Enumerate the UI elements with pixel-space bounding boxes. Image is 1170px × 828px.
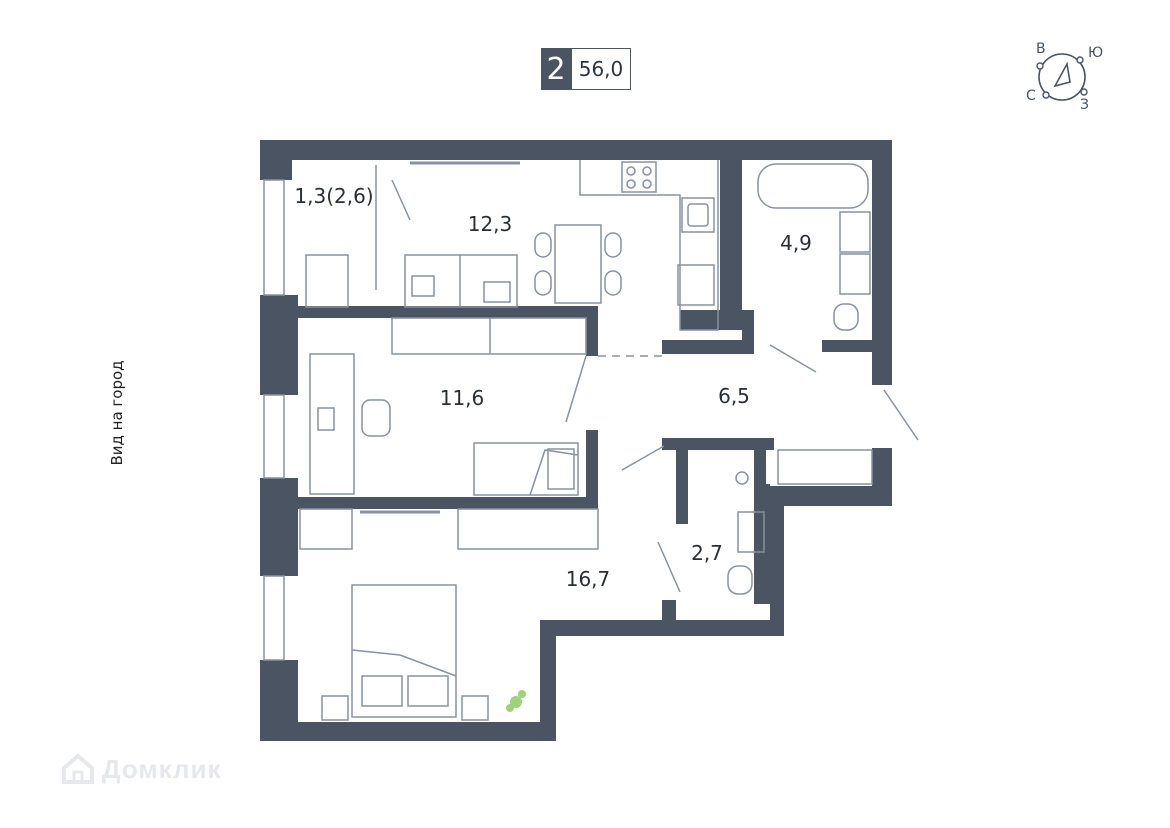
room-area-balcony: 1,3(2,6)	[294, 184, 374, 208]
house-logo-icon	[62, 753, 94, 784]
compass-label-south: З	[1080, 97, 1089, 113]
compass-label-east: Ю	[1088, 45, 1104, 61]
plant-icon	[506, 690, 526, 712]
total-area: 56,0	[571, 48, 631, 90]
walls	[260, 140, 892, 741]
view-label: Вид на город	[108, 360, 126, 466]
brand-name: Домклик	[102, 753, 222, 784]
room-area-kitchen-living: 12,3	[467, 212, 513, 236]
compass-label-north: В	[1036, 41, 1046, 57]
room-area-office: 11,6	[439, 386, 485, 410]
room-area-bathroom: 4,9	[780, 231, 812, 255]
compass-label-west: С	[1026, 88, 1036, 104]
room-area-wc: 2,7	[691, 541, 723, 565]
apartment-badge: 2 56,0	[541, 48, 631, 90]
furniture	[263, 160, 919, 721]
room-area-bedroom: 16,7	[565, 567, 611, 591]
room-area-hall: 6,5	[718, 384, 750, 408]
room-count: 2	[541, 48, 571, 90]
brand-watermark: Домклик	[60, 752, 221, 786]
